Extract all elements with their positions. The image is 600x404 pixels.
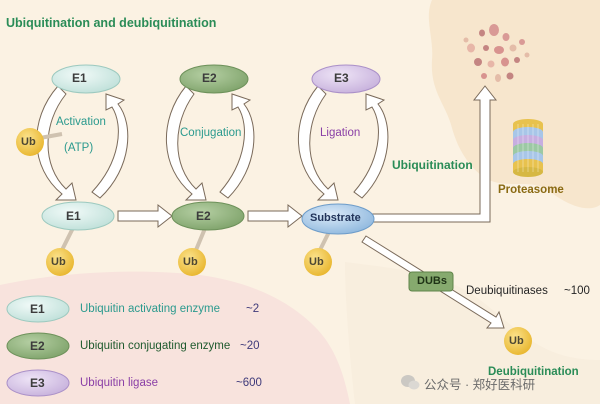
wechat-icon <box>401 375 420 390</box>
substrate-label: Substrate <box>310 212 361 224</box>
e2-label-top: E2 <box>202 71 217 85</box>
arrow-e3-up <box>353 93 389 199</box>
arrow-e1-to-e2 <box>117 203 173 229</box>
dubs-label: DUBs <box>417 275 447 287</box>
deubiquitinases-count: ~100 <box>564 285 590 297</box>
e1-node-bottom <box>41 201 115 231</box>
proteasome-icon <box>513 119 543 177</box>
ub-label-substrate: Ub <box>309 256 324 268</box>
proteasome-label: Proteasome <box>498 184 564 196</box>
cell-blob-bottom-left <box>0 271 350 404</box>
arrow-to-proteasome <box>371 85 498 223</box>
substrate-node <box>301 203 375 235</box>
e1-label-top: E1 <box>72 71 87 85</box>
watermark: 公众号 · 郑好医科研 <box>424 378 536 392</box>
cell-blob-bottom-right <box>345 262 600 404</box>
legend-e2-name: Ubiquitin conjugating enzyme <box>80 340 231 352</box>
e3-label-top: E3 <box>334 71 349 85</box>
arrow-e2-up <box>219 93 255 199</box>
e2-label-bottom: E2 <box>196 209 211 223</box>
conjugation-label: Conjugation <box>180 127 242 139</box>
ub-circle-substrate <box>304 248 332 276</box>
diagram-title: Ubiquitination and deubiquitination <box>6 16 217 30</box>
cell-blob-top-right <box>428 0 600 209</box>
legend-swatch-e1 <box>6 295 70 323</box>
activation-label: Activation <box>56 116 106 128</box>
e2-node-bottom <box>171 201 245 231</box>
arrow-e2-to-substrate <box>247 203 303 229</box>
ub-circle-e1 <box>46 248 74 276</box>
ub-stem-e1-top <box>39 132 63 140</box>
arrow-e2-down <box>166 85 207 201</box>
e1-label-bottom: E1 <box>66 209 81 223</box>
arrow-e3-down <box>298 85 339 201</box>
legend-swatch-e3 <box>6 369 70 397</box>
e3-node-top <box>311 64 381 94</box>
legend-e1-name: Ubiquitin activating enzyme <box>80 303 220 315</box>
ub-circle-left <box>16 128 44 156</box>
ub-label-e1: Ub <box>51 256 66 268</box>
ub-circle-e2 <box>178 248 206 276</box>
ub-label-released: Ub <box>509 335 524 347</box>
dubs-box <box>408 271 454 292</box>
e1-node-top <box>51 64 121 94</box>
e2-node-top <box>179 64 249 94</box>
ubiquitination-label: Ubiquitination <box>392 158 473 172</box>
arrow-e1-up <box>91 93 129 199</box>
legend-e1-count: ~2 <box>246 303 260 315</box>
atp-label: (ATP) <box>64 142 94 154</box>
peptide-fragments <box>463 24 530 82</box>
legend-e2-count: ~20 <box>240 340 260 352</box>
legend-e2-label: E2 <box>30 339 45 353</box>
ub-label-e2: Ub <box>183 256 198 268</box>
deubiquitination-label: Deubiquitination <box>488 366 579 378</box>
arrow-e1-down <box>36 85 77 201</box>
ub-label-left: Ub <box>21 136 36 148</box>
legend-e3-name: Ubiquitin ligase <box>80 377 158 389</box>
ligation-label: Ligation <box>320 127 361 139</box>
legend-e3-count: ~600 <box>236 377 262 389</box>
legend-e1-label: E1 <box>30 302 45 316</box>
deubiquitinases-label: Deubiquitinases <box>466 285 548 297</box>
legend-e3-label: E3 <box>30 376 45 390</box>
ub-circle-released <box>504 327 532 355</box>
legend-swatch-e2 <box>6 332 70 360</box>
